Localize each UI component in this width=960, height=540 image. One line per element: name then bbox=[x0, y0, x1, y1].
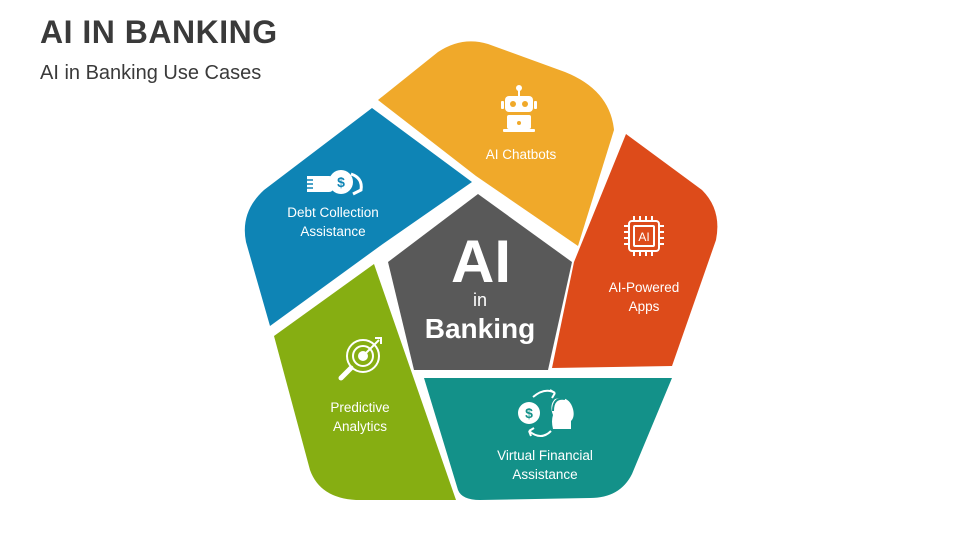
segment-predictive-analytics-label-1: Predictive bbox=[330, 400, 389, 415]
center-label-in: in bbox=[473, 290, 487, 310]
svg-text:$: $ bbox=[337, 174, 345, 190]
target-analytics-icon bbox=[338, 337, 382, 381]
segment-ai-chatbots: AI Chatbots bbox=[378, 41, 614, 247]
svg-text:$: $ bbox=[525, 405, 533, 421]
center-pentagon-shape bbox=[388, 194, 572, 370]
page-subtitle: AI in Banking Use Cases bbox=[40, 62, 262, 84]
segment-predictive-analytics: Predictive Analytics bbox=[274, 264, 456, 500]
virtual-assistant-icon: $ bbox=[518, 389, 574, 437]
segment-debt-collection-assistance-label-2: Assistance bbox=[300, 224, 365, 239]
center-pentagon: AI in Banking bbox=[388, 194, 572, 370]
segment-predictive-analytics-shape bbox=[274, 264, 456, 500]
segment-debt-collection-assistance: $ Debt Collection Assistance bbox=[244, 108, 472, 326]
svg-text:AI: AI bbox=[638, 230, 649, 244]
segment-ai-powered-apps-label-2: Apps bbox=[629, 299, 660, 314]
page-title: AI IN BANKING bbox=[40, 14, 278, 50]
segment-ai-chatbots-shape bbox=[378, 41, 614, 247]
segment-predictive-analytics-label-2: Analytics bbox=[333, 419, 387, 434]
segment-ai-chatbots-label: AI Chatbots bbox=[486, 147, 557, 162]
segment-virtual-financial-assistance-label-1: Virtual Financial bbox=[497, 448, 593, 463]
ai-chip-icon: AI bbox=[624, 216, 664, 256]
segment-debt-collection-assistance-shape bbox=[244, 108, 472, 326]
segment-virtual-financial-assistance: $ Virtual Financial Assistance bbox=[424, 378, 672, 500]
segment-virtual-financial-assistance-label-2: Assistance bbox=[512, 467, 577, 482]
robot-icon bbox=[501, 85, 537, 132]
center-label-ai: AI bbox=[451, 228, 511, 295]
center-label-banking: Banking bbox=[425, 313, 535, 344]
segment-virtual-financial-assistance-shape bbox=[424, 378, 672, 500]
money-hand-icon: $ bbox=[305, 170, 363, 196]
segment-ai-powered-apps-label-1: AI-Powered bbox=[609, 280, 680, 295]
segment-ai-powered-apps: AI AI-Powered Apps bbox=[552, 134, 718, 368]
segment-debt-collection-assistance-label-1: Debt Collection bbox=[287, 205, 379, 220]
